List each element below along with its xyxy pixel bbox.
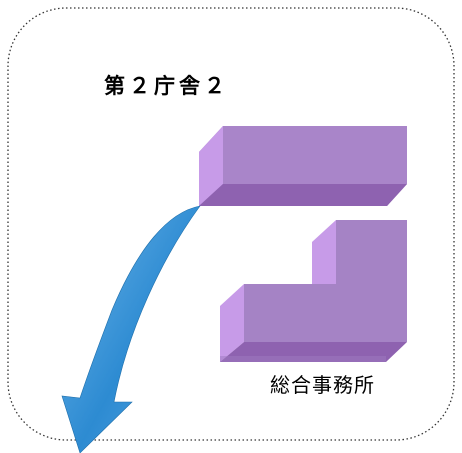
office-label: 総合事務所 bbox=[270, 373, 375, 397]
upper-block bbox=[199, 126, 407, 206]
lower-block bbox=[220, 284, 407, 362]
connector-block bbox=[312, 220, 407, 284]
dotted-frame bbox=[7, 7, 455, 441]
curved-arrow bbox=[61, 205, 201, 453]
building-label: 第２庁舎２ bbox=[104, 74, 229, 98]
